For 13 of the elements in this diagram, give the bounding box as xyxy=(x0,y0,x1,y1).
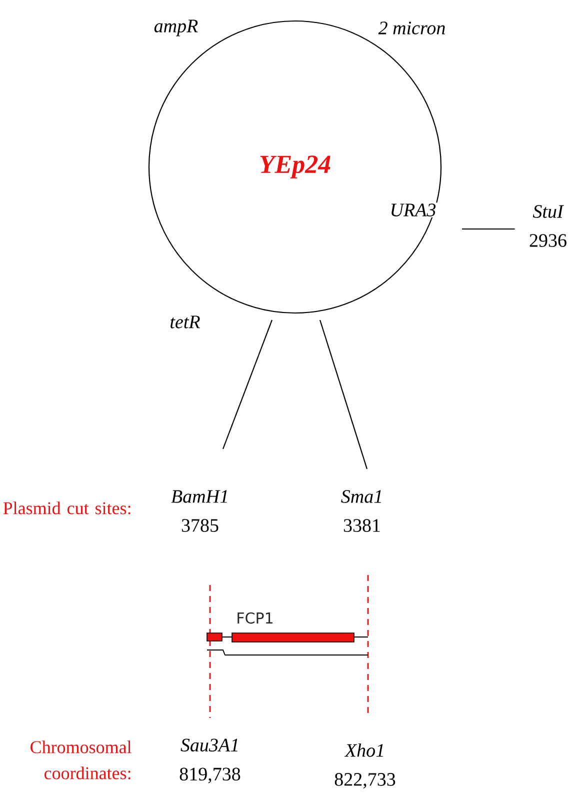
leader-line xyxy=(319,320,368,470)
leader-line xyxy=(462,228,515,230)
plasmid-label: ampR xyxy=(152,18,200,38)
plasmid-label: URA3 xyxy=(388,202,438,218)
cut-site-label: BamH1 3785 xyxy=(171,490,227,532)
cut-site-label: Sau3A1 819,738 xyxy=(180,738,240,784)
cut-site-label: StuI 2936 xyxy=(530,205,566,247)
leader-line xyxy=(222,320,273,450)
gene-name: FCP1 xyxy=(238,612,272,624)
cut-site-label: Sma1 3381 xyxy=(341,490,382,532)
cut-site-label: Xho1 822,733 xyxy=(334,743,396,789)
row-label: Plasmid cut sites: xyxy=(3,502,130,514)
row-label: Chromosomal coordinates: xyxy=(30,740,132,780)
